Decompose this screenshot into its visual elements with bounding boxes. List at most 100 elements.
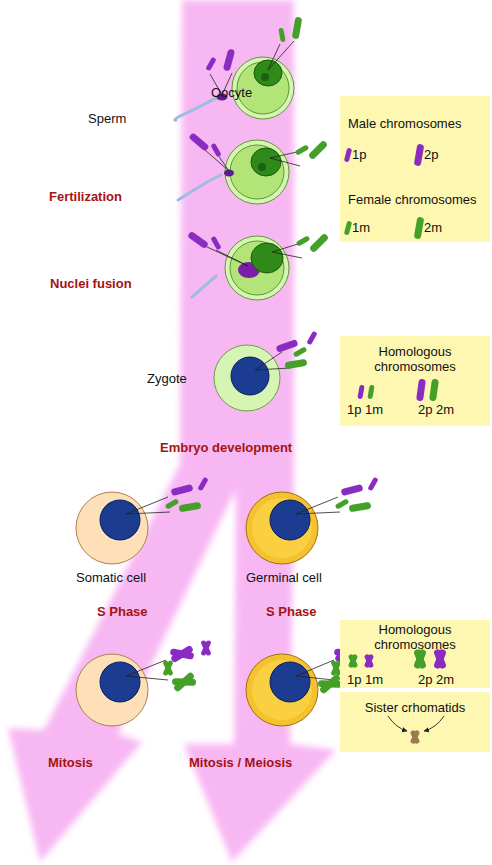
chromosome (223, 48, 235, 71)
pink-arrow (184, 0, 336, 862)
nucleolus (258, 163, 266, 171)
sperm-tail (178, 175, 221, 200)
germinal-cytoplasm (252, 498, 312, 558)
duplicated-chromosome (170, 670, 199, 693)
oocyte-cytoplasm (230, 145, 284, 199)
box-heading: Homologous chromosomes (360, 622, 470, 652)
chromosome (292, 17, 303, 40)
oocyte-cytoplasm (230, 241, 284, 295)
leader-line (126, 660, 166, 676)
chromosome (165, 498, 180, 509)
chromosome (210, 143, 221, 158)
leader-line (268, 41, 294, 70)
box-text: 1p 1m (347, 402, 383, 417)
leader-line (296, 676, 334, 680)
stage-label: Embryo development (160, 440, 292, 455)
duplicated-chromosome-icon (364, 654, 374, 669)
chromosome (187, 231, 209, 249)
leader-line (272, 252, 302, 258)
germinal-cell (246, 654, 318, 726)
leader-line (126, 512, 170, 514)
chromosome-icon (344, 148, 352, 163)
leader-line (205, 246, 248, 266)
box-heading: Homologous chromosomes (360, 344, 470, 374)
chromosome (308, 140, 329, 161)
nucleus (251, 148, 281, 176)
germinal-cell (246, 492, 318, 564)
sperm-tail (192, 276, 216, 297)
chromosome (349, 502, 372, 513)
pointer-arrow (388, 716, 407, 731)
duplicated-chromosome (332, 644, 359, 664)
leader-line (222, 73, 232, 95)
leader-line (296, 497, 338, 514)
chromosome (179, 502, 202, 513)
box-text: Female chromosomes (348, 192, 477, 207)
stage-label: Fertilization (49, 189, 122, 204)
chromosome-icon (367, 385, 374, 400)
chromosome (306, 331, 317, 346)
nucleus (231, 357, 269, 395)
leader-line (255, 352, 282, 370)
leader-line (268, 44, 280, 70)
chromosome (197, 477, 208, 492)
oocyte-membrane (225, 236, 289, 300)
leader-line (216, 250, 248, 266)
box-text: 1p (352, 147, 366, 162)
box-text: 2m (424, 220, 442, 235)
nucleus (270, 662, 310, 702)
oocyte-cytoplasm (237, 62, 289, 114)
chromosome-icon (414, 144, 425, 167)
somatic-cell (76, 654, 148, 726)
chromosome (340, 484, 363, 496)
leader-line (296, 660, 334, 676)
chromosome (275, 339, 298, 353)
chromosome (335, 498, 350, 509)
stage-label: Mitosis / Meiosis (189, 755, 292, 770)
male-pronucleus (238, 262, 260, 278)
duplicated-chromosome (200, 640, 211, 657)
leader-line (218, 155, 229, 171)
leader-line (210, 74, 222, 95)
nucleolus (261, 73, 269, 81)
chromosome-icon (416, 379, 426, 402)
box-text: 2p (424, 147, 438, 162)
chromosome (210, 236, 221, 251)
legend-box: Male chromosomes1p2pFemale chromosomes1m… (340, 96, 490, 242)
nucleus (100, 662, 140, 702)
box-text: 2p 2m (418, 402, 454, 417)
leader-line (270, 158, 300, 166)
cell-label: Somatic cell (76, 570, 146, 585)
stage-label: Nuclei fusion (50, 276, 132, 291)
chromosome-icon (414, 217, 425, 240)
legend-box: Homologous chromosomes 1p 1m 2p 2m (340, 336, 490, 426)
chromosome (285, 359, 308, 370)
stage-label: S Phase (266, 604, 317, 619)
leader-line (126, 676, 168, 680)
stage-label: Mitosis (48, 755, 93, 770)
duplicated-chromosome (168, 644, 195, 664)
legend-box: Homologous chromosomes1p 1m2p 2m (340, 620, 490, 688)
leader-line (270, 152, 297, 158)
legend-box: Sister crhomatids (340, 692, 490, 752)
chromosome-icon (429, 379, 439, 402)
box-heading: Sister crhomatids (340, 700, 490, 715)
nucleus (270, 500, 310, 540)
chromosome (170, 484, 193, 496)
duplicated-chromosome-icon (433, 648, 447, 669)
cell-label: Zygote (147, 371, 187, 386)
chromosome (296, 235, 311, 246)
box-text: 1m (352, 220, 370, 235)
chromosome (367, 477, 378, 492)
leader-line (296, 512, 340, 514)
duplicated-chromosome-icon (348, 654, 358, 669)
oocyte-membrane (225, 140, 289, 204)
zygote-cell (214, 345, 280, 411)
chromosome (309, 233, 330, 254)
chromosome-icon (357, 385, 364, 400)
duplicated-chromosome (330, 660, 341, 677)
oocyte-membrane (232, 57, 294, 119)
sperm-tail (175, 98, 217, 120)
